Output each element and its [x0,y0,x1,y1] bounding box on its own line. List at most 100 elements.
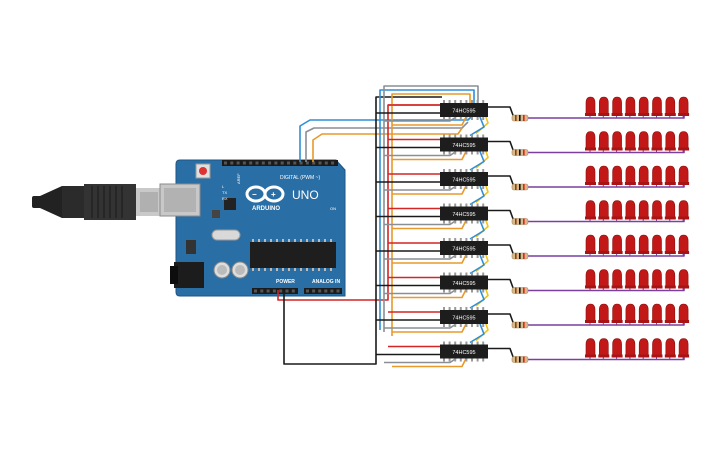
header-pin[interactable] [305,161,309,165]
led [599,131,609,150]
data-wire [469,254,485,275]
led-rim [678,320,690,323]
header-pin[interactable] [254,289,257,293]
chip-pin [448,238,451,241]
svg-text:−: − [252,190,257,199]
chip-pin [476,169,479,172]
header-pin[interactable] [272,289,276,293]
led-rim [624,285,636,289]
resistor-band [519,149,521,156]
led [625,234,636,254]
chip-pin [476,100,479,103]
header-pin[interactable] [242,161,246,165]
header-pin[interactable] [287,161,290,165]
led [638,165,649,185]
chip-pin [443,307,445,310]
resistor [511,114,529,122]
header-pin[interactable] [312,289,316,293]
header-pin[interactable] [279,289,283,293]
header-pin[interactable] [274,161,278,165]
chip-pin [324,239,326,242]
led-rim [651,251,663,254]
led [638,131,649,150]
chip-pin [482,289,485,293]
chip-pin [288,239,290,242]
header-pin[interactable] [330,289,334,293]
chip-pin [465,272,468,276]
led-rim [651,285,663,289]
digital-header[interactable] [222,160,338,166]
header-pin[interactable] [324,289,328,293]
latch-wire [392,151,467,161]
led [612,96,622,116]
header-pin[interactable] [312,161,316,165]
header-pin[interactable] [268,161,272,165]
latch-wire [391,93,471,336]
chip-pin [465,203,468,207]
header-pin[interactable] [261,161,265,165]
chip-pin [465,341,468,345]
chip-pin [288,268,290,271]
led [678,234,689,254]
chip-pin [448,289,451,293]
led-rim [624,216,636,220]
led-rim [624,182,636,185]
led-rim [598,147,610,151]
led [665,234,676,254]
shift-register-label: 74HC595 [452,281,475,287]
header-pin[interactable] [331,161,335,165]
header-pin[interactable] [336,289,340,293]
header-pin[interactable] [306,289,309,293]
chip-pin [454,117,457,120]
shift-register-label: 74HC595 [452,212,475,218]
header-pin[interactable] [255,161,259,165]
chip-pin [448,220,451,224]
chip-pin [443,341,445,345]
analog-header[interactable] [304,288,342,294]
led [678,200,689,219]
ground-wire [488,313,515,326]
header-pin[interactable] [318,161,322,165]
chip-pin [448,203,451,207]
clock-wire [384,323,457,329]
power-jack [174,262,204,288]
chip-pin [276,268,278,271]
chip-pin [300,268,302,271]
chip-pin [465,100,468,103]
header-pin[interactable] [318,289,322,293]
chip-pin [454,358,457,362]
header-pin[interactable] [224,161,227,165]
shift-register-label: 74HC595 [452,143,475,149]
led [678,165,689,185]
header-pin[interactable] [293,161,297,165]
header-pin[interactable] [249,161,253,165]
arduino-board: − + ARDUINO UNO DIGITAL (PWM ~) POWER AN… [159,159,346,297]
chip-pin [482,203,485,207]
led-rim [678,216,690,220]
chip-pin [471,358,473,362]
chip-pin [476,186,479,189]
header-pin[interactable] [280,161,284,165]
led-rim [598,251,610,254]
led [599,200,609,219]
usb-cable [32,184,162,220]
ground-wire [488,140,515,153]
header-pin[interactable] [260,289,264,293]
led [625,165,636,185]
header-pin[interactable] [236,161,240,165]
header-pin[interactable] [285,289,289,293]
header-pin[interactable] [291,289,295,293]
chip-pin [476,134,479,138]
led-rim [598,354,610,358]
led [599,303,609,323]
header-pin[interactable] [230,161,234,165]
header-pin[interactable] [324,161,328,165]
led [638,303,649,323]
shift-register: 74HC595 [440,272,488,293]
header-pin[interactable] [299,161,303,165]
header-pin[interactable] [266,289,270,293]
resistor-band [519,115,521,121]
chip-pin [459,186,462,189]
led-rim [611,320,623,323]
